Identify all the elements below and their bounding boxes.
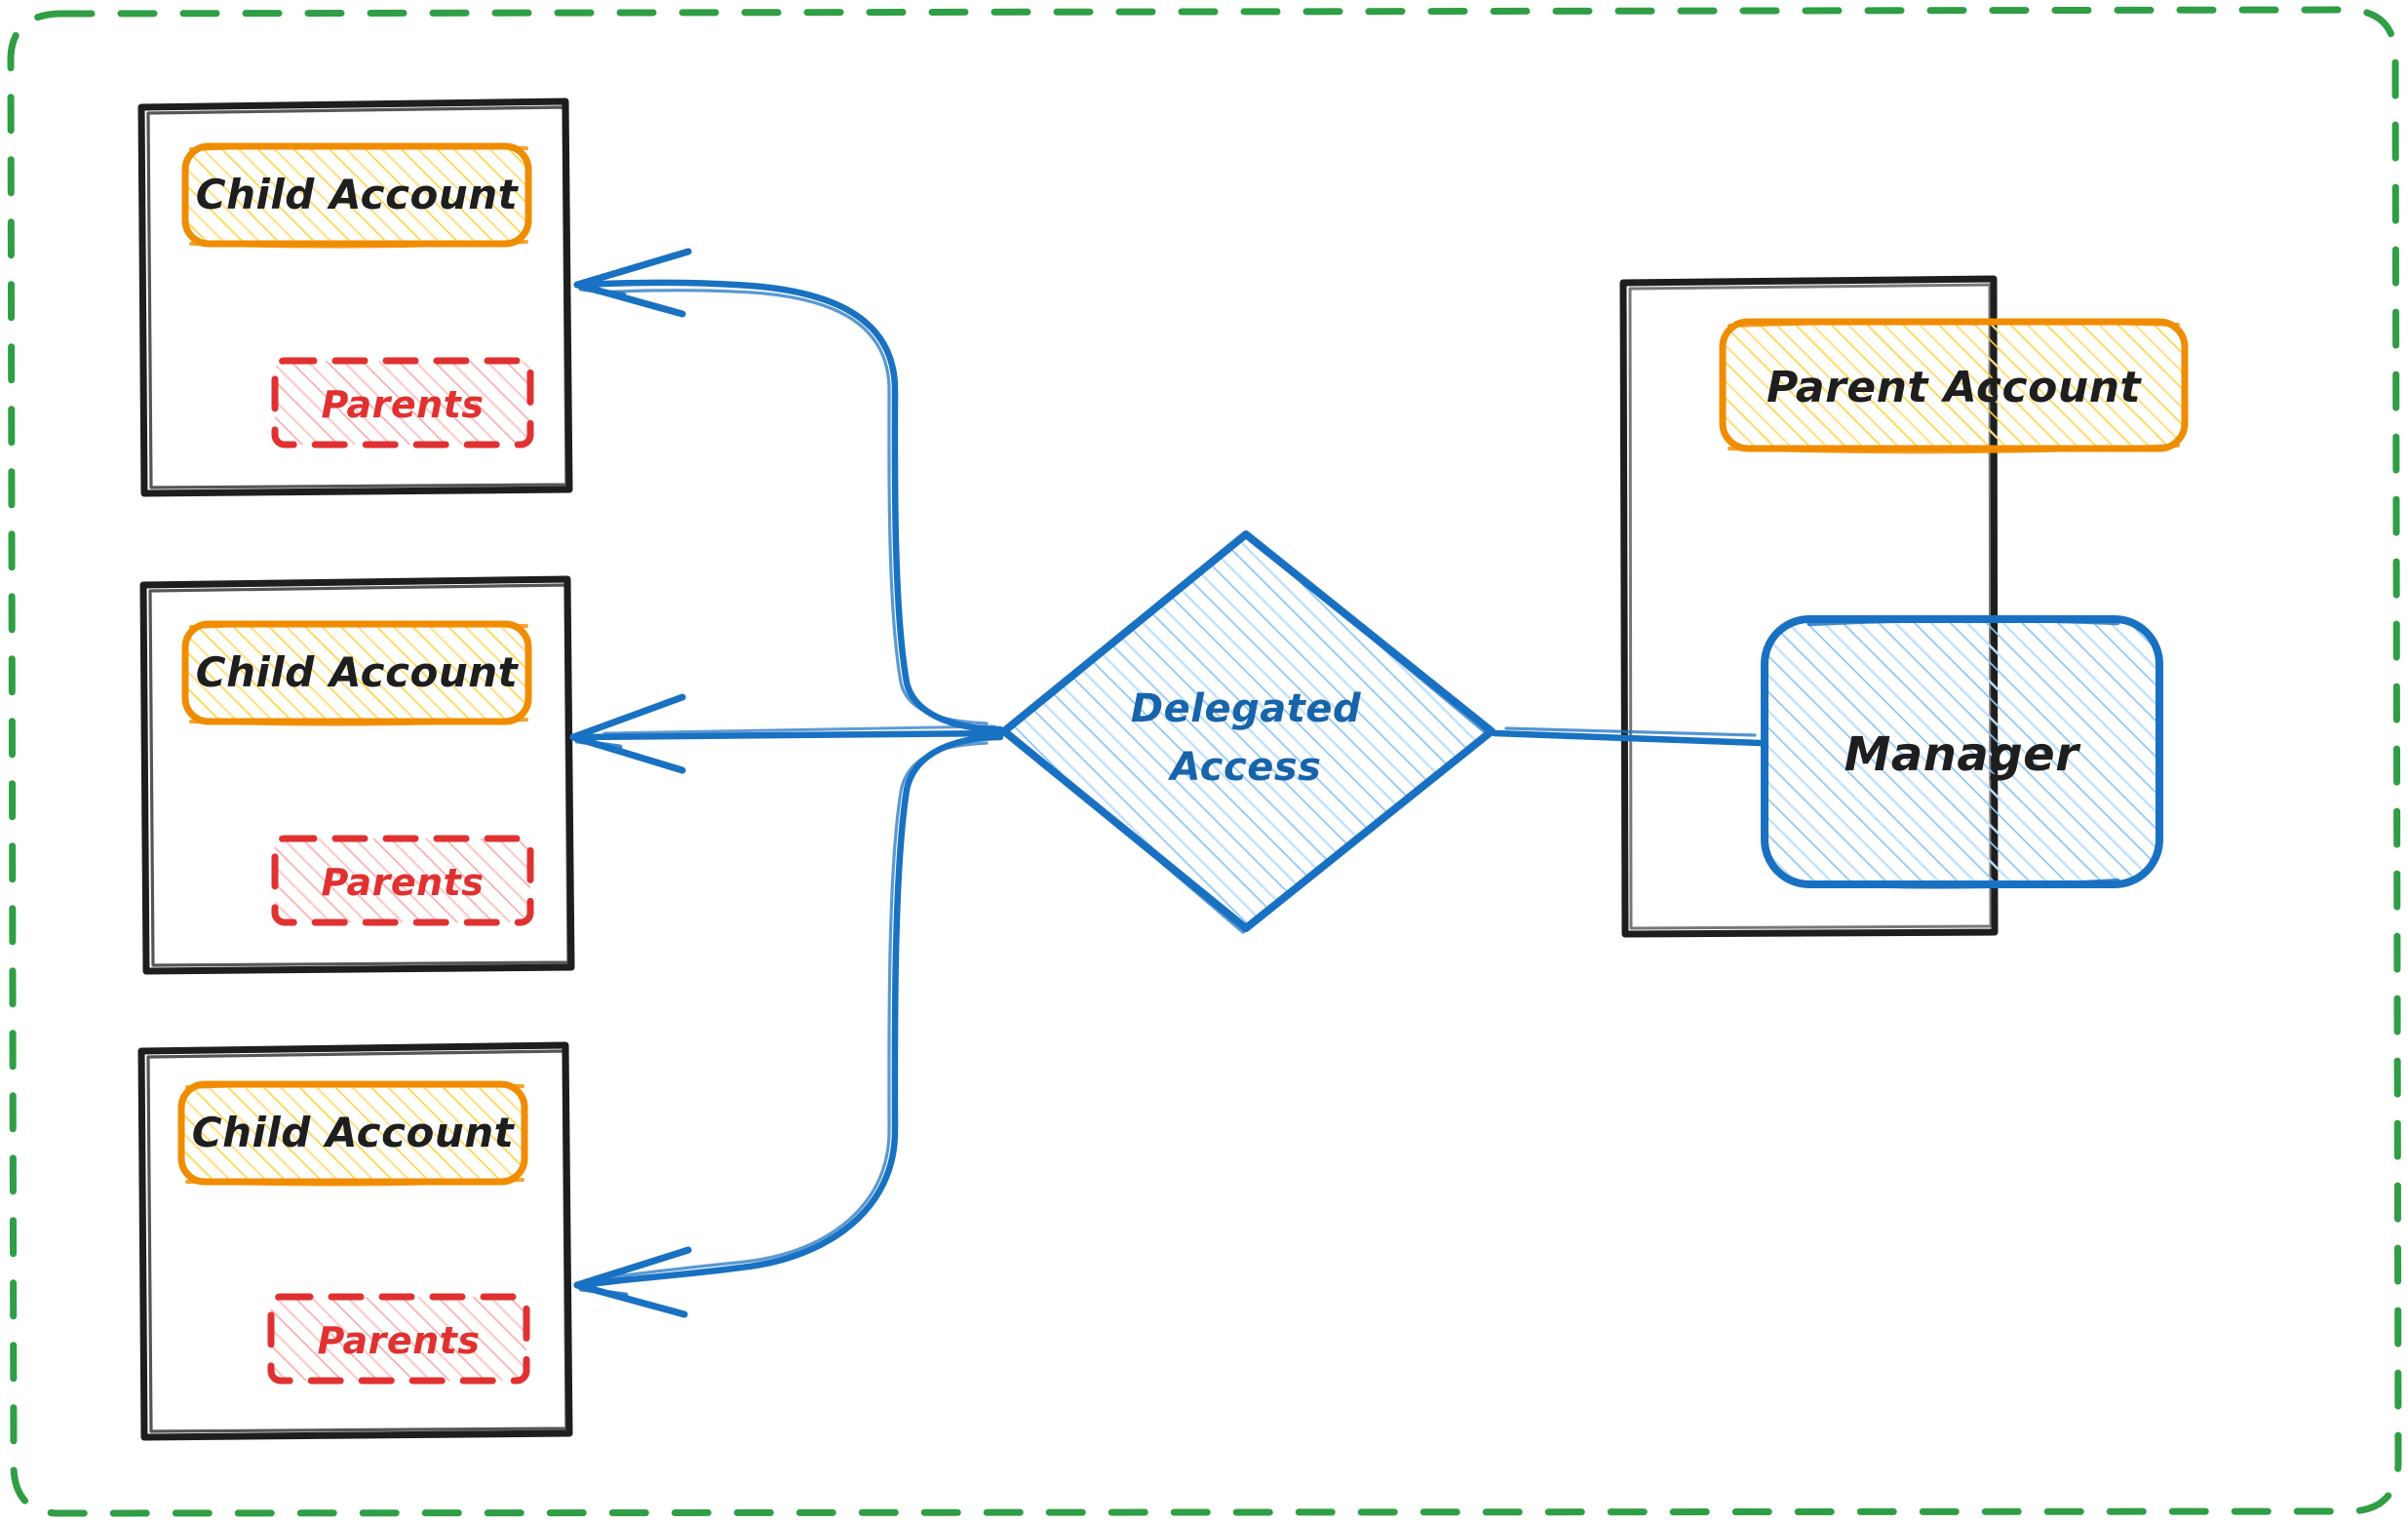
child-account-1-label-box[interactable]: Child Account [181, 142, 532, 249]
parent-account-container[interactable]: Parent Account Manager [1619, 275, 2189, 938]
connector-manager-to-delegated [1491, 726, 1765, 747]
child-account-2-parents-box[interactable]: Parents [271, 835, 534, 926]
child-account-2[interactable]: Child Account Parents [139, 575, 575, 975]
child-account-1-parents-label: Parents [322, 383, 485, 426]
child-account-2-label: Child Account [196, 648, 520, 696]
delegated-access-line2: Access [1168, 745, 1322, 790]
child-account-1-parents-box[interactable]: Parents [271, 357, 534, 449]
parent-account-label: Parent Account [1767, 363, 2143, 412]
organization-boundary [7, 6, 2402, 1517]
connector-delegated-to-child-1 [573, 248, 1004, 733]
child-account-3-label-box[interactable]: Child Account [177, 1080, 528, 1187]
child-account-3-label: Child Account [192, 1109, 516, 1156]
manager-label: Manager [1845, 727, 2082, 782]
child-account-1-label: Child Account [196, 171, 520, 218]
child-account-3-parents-label: Parents [318, 1319, 481, 1362]
manager-box[interactable]: Manager [1761, 615, 2163, 889]
child-account-2-label-box[interactable]: Child Account [181, 620, 532, 726]
child-account-1[interactable]: Child Account Parents [137, 98, 573, 497]
connector-delegated-to-child-2 [569, 693, 1004, 774]
delegated-access-node[interactable]: Delegated Access [1000, 530, 1495, 934]
child-account-3-parents-box[interactable]: Parents [267, 1293, 530, 1385]
connector-delegated-to-child-3 [573, 733, 1004, 1318]
child-account-2-parents-label: Parents [322, 861, 485, 904]
delegated-access-line1: Delegated [1131, 686, 1361, 731]
child-account-3[interactable]: Child Account Parents [137, 1041, 573, 1441]
parent-account-label-box[interactable]: Parent Account [1719, 318, 2189, 454]
